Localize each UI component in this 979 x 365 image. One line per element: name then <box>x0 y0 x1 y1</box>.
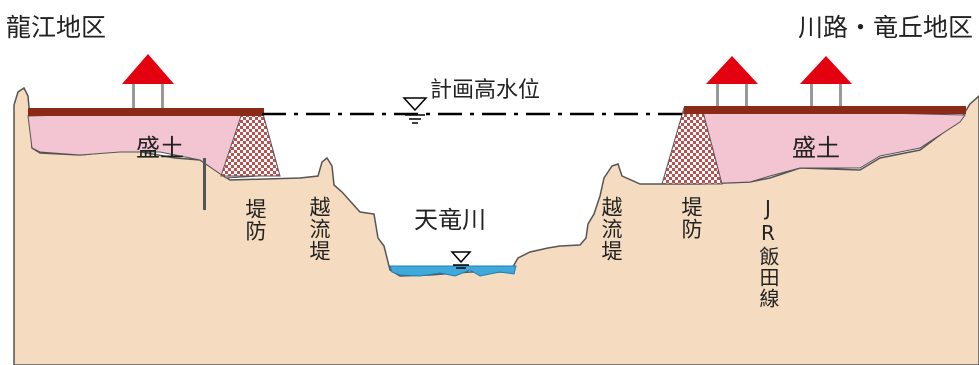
drain-pole-left <box>203 158 206 210</box>
water-level-icon <box>450 251 472 269</box>
fill-right-area <box>689 107 966 185</box>
water-level-icon <box>402 97 428 124</box>
river-name-label: 天竜川 <box>414 206 486 234</box>
house-icon <box>122 54 174 108</box>
river-water <box>389 265 517 277</box>
house-icon <box>800 56 852 106</box>
jr-iida-line-label: JR飯田線 <box>756 196 780 309</box>
road-right <box>684 106 966 114</box>
levee-left-label: 堤防 <box>243 198 267 242</box>
right-region-label: 川路・竜丘地区 <box>797 13 973 42</box>
fill-left-label: 盛土 <box>136 134 184 162</box>
fill-right-label: 盛土 <box>792 134 840 162</box>
levee-right-label: 堤防 <box>679 196 703 240</box>
road-left <box>28 108 264 116</box>
overflow-levee-right-label: 越流堤 <box>599 196 623 262</box>
plan-water-level-label: 計画高水位 <box>430 78 541 103</box>
left-region-label: 龍江地区 <box>6 13 107 42</box>
overflow-levee-left-label: 越流堤 <box>307 196 331 262</box>
house-icon <box>706 56 758 106</box>
